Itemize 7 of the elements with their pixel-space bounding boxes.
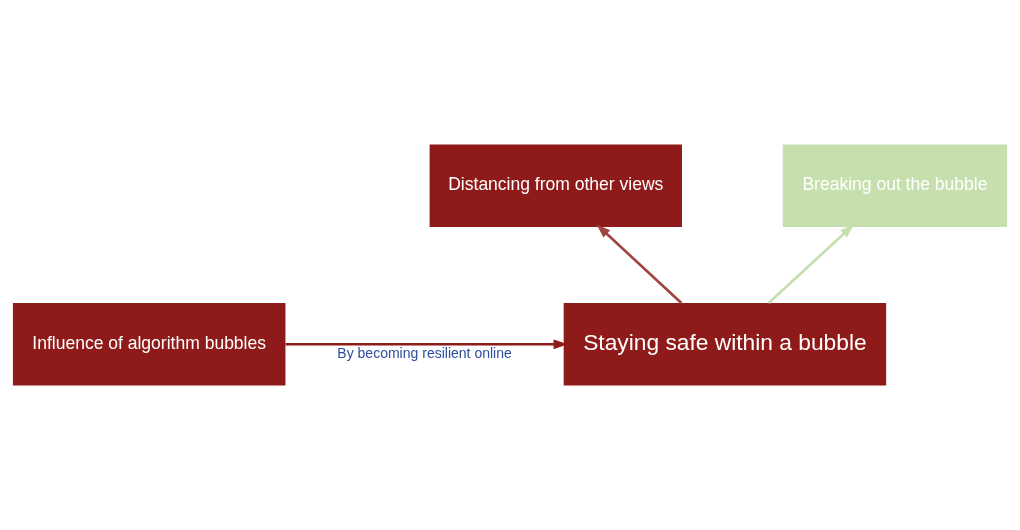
node-box: Staying safe within a bubble bbox=[563, 303, 887, 386]
node-box: Breaking out the bubble bbox=[782, 144, 1008, 227]
edge-label: By becoming resilient online bbox=[337, 345, 512, 362]
arrow bbox=[767, 224, 854, 304]
node-box: Influence of algorithm bubbles bbox=[12, 303, 286, 386]
node-box: Distancing from other views bbox=[429, 144, 682, 227]
arrow bbox=[596, 224, 683, 304]
